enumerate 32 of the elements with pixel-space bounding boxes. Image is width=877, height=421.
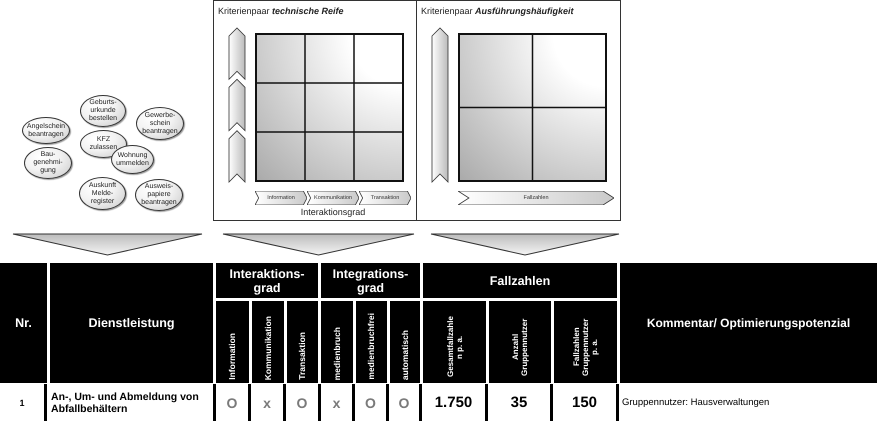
column-header: medienbruchfrei [356, 301, 387, 383]
table-cell: O [216, 384, 251, 421]
group-header: Fallzahlen [423, 263, 617, 298]
column-header: medienbruch [321, 301, 353, 383]
panel-title: Kriterienpaar Ausführungshäufigkeit [421, 6, 574, 16]
column-header: Nr. [0, 263, 47, 383]
group-header: Integrations- grad [321, 263, 420, 298]
table-cell-text: Gruppennutzer: Hausverwaltungen [621, 396, 770, 410]
table-cell: An-, Um- und Abmeldung von Abfallbehältern [47, 384, 216, 421]
group-header: Interaktions- grad [216, 263, 318, 298]
column-header: Dienstleistung [50, 263, 213, 383]
column-header: Fallzahlen Gruppennutzer p. a. [554, 301, 617, 383]
table-cell: x [251, 384, 286, 421]
column-header: Anzahl Gruppennutzer [489, 301, 551, 383]
criteria-panel [213, 0, 417, 221]
table-cell: 150 [553, 384, 619, 421]
panel-title: Kriterienpaar technische Reife [218, 6, 344, 16]
column-header: Transaktion [287, 301, 318, 383]
column-header: Kommunikation [252, 301, 284, 383]
column-header: automatisch [390, 301, 420, 383]
column-header: Information [216, 301, 249, 383]
table-cell: 1 [0, 384, 47, 421]
table-cell: O [389, 384, 422, 421]
axis-label: Interaktionsgrad [300, 207, 366, 217]
table-cell: 1.750 [422, 384, 488, 421]
table-cell: O [286, 384, 321, 421]
table-cell: 35 [488, 384, 553, 421]
column-header: Gesamtfallzahle n p. a. [423, 301, 486, 383]
table-cell: O [355, 384, 389, 421]
column-header: Kommentar/ Optimierungspotenzial [620, 263, 877, 383]
criteria-panel [416, 0, 621, 221]
table-cell: x [321, 384, 355, 421]
